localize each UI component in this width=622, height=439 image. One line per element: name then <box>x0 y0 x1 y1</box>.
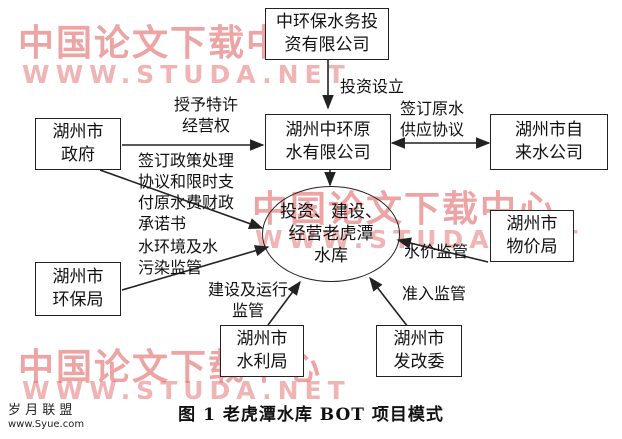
node-government: 湖州市 政府 <box>35 118 121 170</box>
label-price-supervision: 水价监管 <box>404 242 469 261</box>
corner-logo: 岁 月 联 盟 www.Syue.com <box>8 404 84 432</box>
arrow-construction-supervision <box>267 280 301 326</box>
watermark-en-bottom: WWW.STUDA.NET <box>22 376 351 405</box>
label-access-supervision: 准入监管 <box>402 284 467 303</box>
arrow-access-supervision <box>369 276 409 328</box>
node-project-company: 湖州中环原 水有限公司 <box>265 114 391 170</box>
watermark-en-top: WWW.STUDA.NET <box>22 60 351 89</box>
node-water-bureau: 湖州市 水利局 <box>220 325 304 377</box>
node-water-supply-company: 湖州市自 来水公司 <box>490 114 608 170</box>
label-construction-supervision: 建设及运行 监管 <box>208 280 289 320</box>
node-investor: 中环保水务投 资有限公司 <box>265 8 389 60</box>
label-supply-agreement: 签订原水 供应协议 <box>400 99 465 139</box>
node-price-bureau: 湖州市 物价局 <box>490 210 574 262</box>
corner-logo-text: 岁 月 联 盟 <box>8 403 73 418</box>
node-reservoir: 投资、建设、 经营老虎潭 水库 <box>262 186 400 282</box>
arrow-policy <box>99 169 264 230</box>
label-franchise: 授予特许 经营权 <box>174 95 239 135</box>
figure-caption: 图 1 老虎潭水库 BOT 项目模式 <box>178 405 444 425</box>
corner-site: www.Syue.com <box>8 419 85 430</box>
node-dev-commission: 湖州市 发改委 <box>376 325 462 377</box>
reservoir-label: 投资、建设、 经营老虎潭 水库 <box>280 202 382 266</box>
label-investment: 投资设立 <box>340 77 405 96</box>
node-env-bureau: 湖州市 环保局 <box>35 262 121 316</box>
arrow-env-supervision <box>121 245 270 291</box>
label-policy-agreement: 签订政策处理 协议和限时支 付原水费财政 承诺书 <box>138 151 235 233</box>
label-env-supervision: 水环境及水 污染监管 <box>138 237 219 277</box>
arrow-price-supervision <box>396 237 489 263</box>
